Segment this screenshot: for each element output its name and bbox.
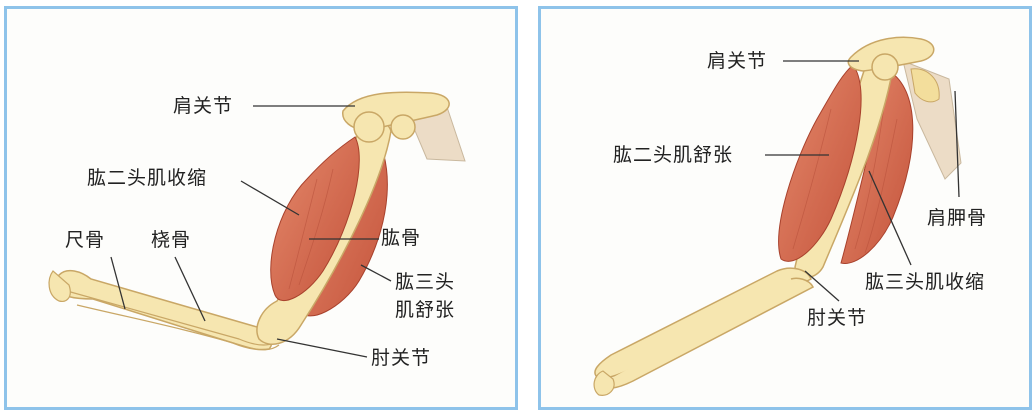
flexed-arm-panel: 肩关节 肱二头肌收缩 尺骨 桡骨 肱骨 肱三头 肌舒张 肘关节: [4, 6, 518, 410]
label-shoulder-joint: 肩关节: [707, 50, 767, 72]
label-triceps-contracting: 肱三头肌收缩: [865, 271, 985, 293]
humeral-head: [872, 54, 898, 80]
label-scapula: 肩胛骨: [927, 207, 987, 229]
label-radius: 桡骨: [151, 229, 191, 251]
flexed-arm-illustration: [7, 9, 521, 413]
label-elbow-joint: 肘关节: [371, 347, 431, 369]
label-biceps-contracting: 肱二头肌收缩: [87, 167, 207, 189]
label-humerus: 肱骨: [381, 227, 421, 249]
label-shoulder-joint: 肩关节: [173, 95, 233, 117]
label-biceps-relaxing: 肱二头肌舒张: [613, 144, 733, 166]
ulna-bone: [55, 271, 271, 350]
ulna-bone: [599, 278, 813, 388]
radius-bone: [595, 268, 811, 378]
label-triceps-relaxing-2: 肌舒张: [395, 299, 455, 321]
label-ulna: 尺骨: [65, 229, 105, 251]
label-triceps-relaxing-1: 肱三头: [395, 271, 455, 293]
extended-arm-panel: 肩关节 肱二头肌舒张 肩胛骨 肱三头肌收缩 肘关节: [538, 6, 1032, 410]
label-elbow-joint: 肘关节: [807, 307, 867, 329]
humeral-head: [354, 112, 384, 142]
